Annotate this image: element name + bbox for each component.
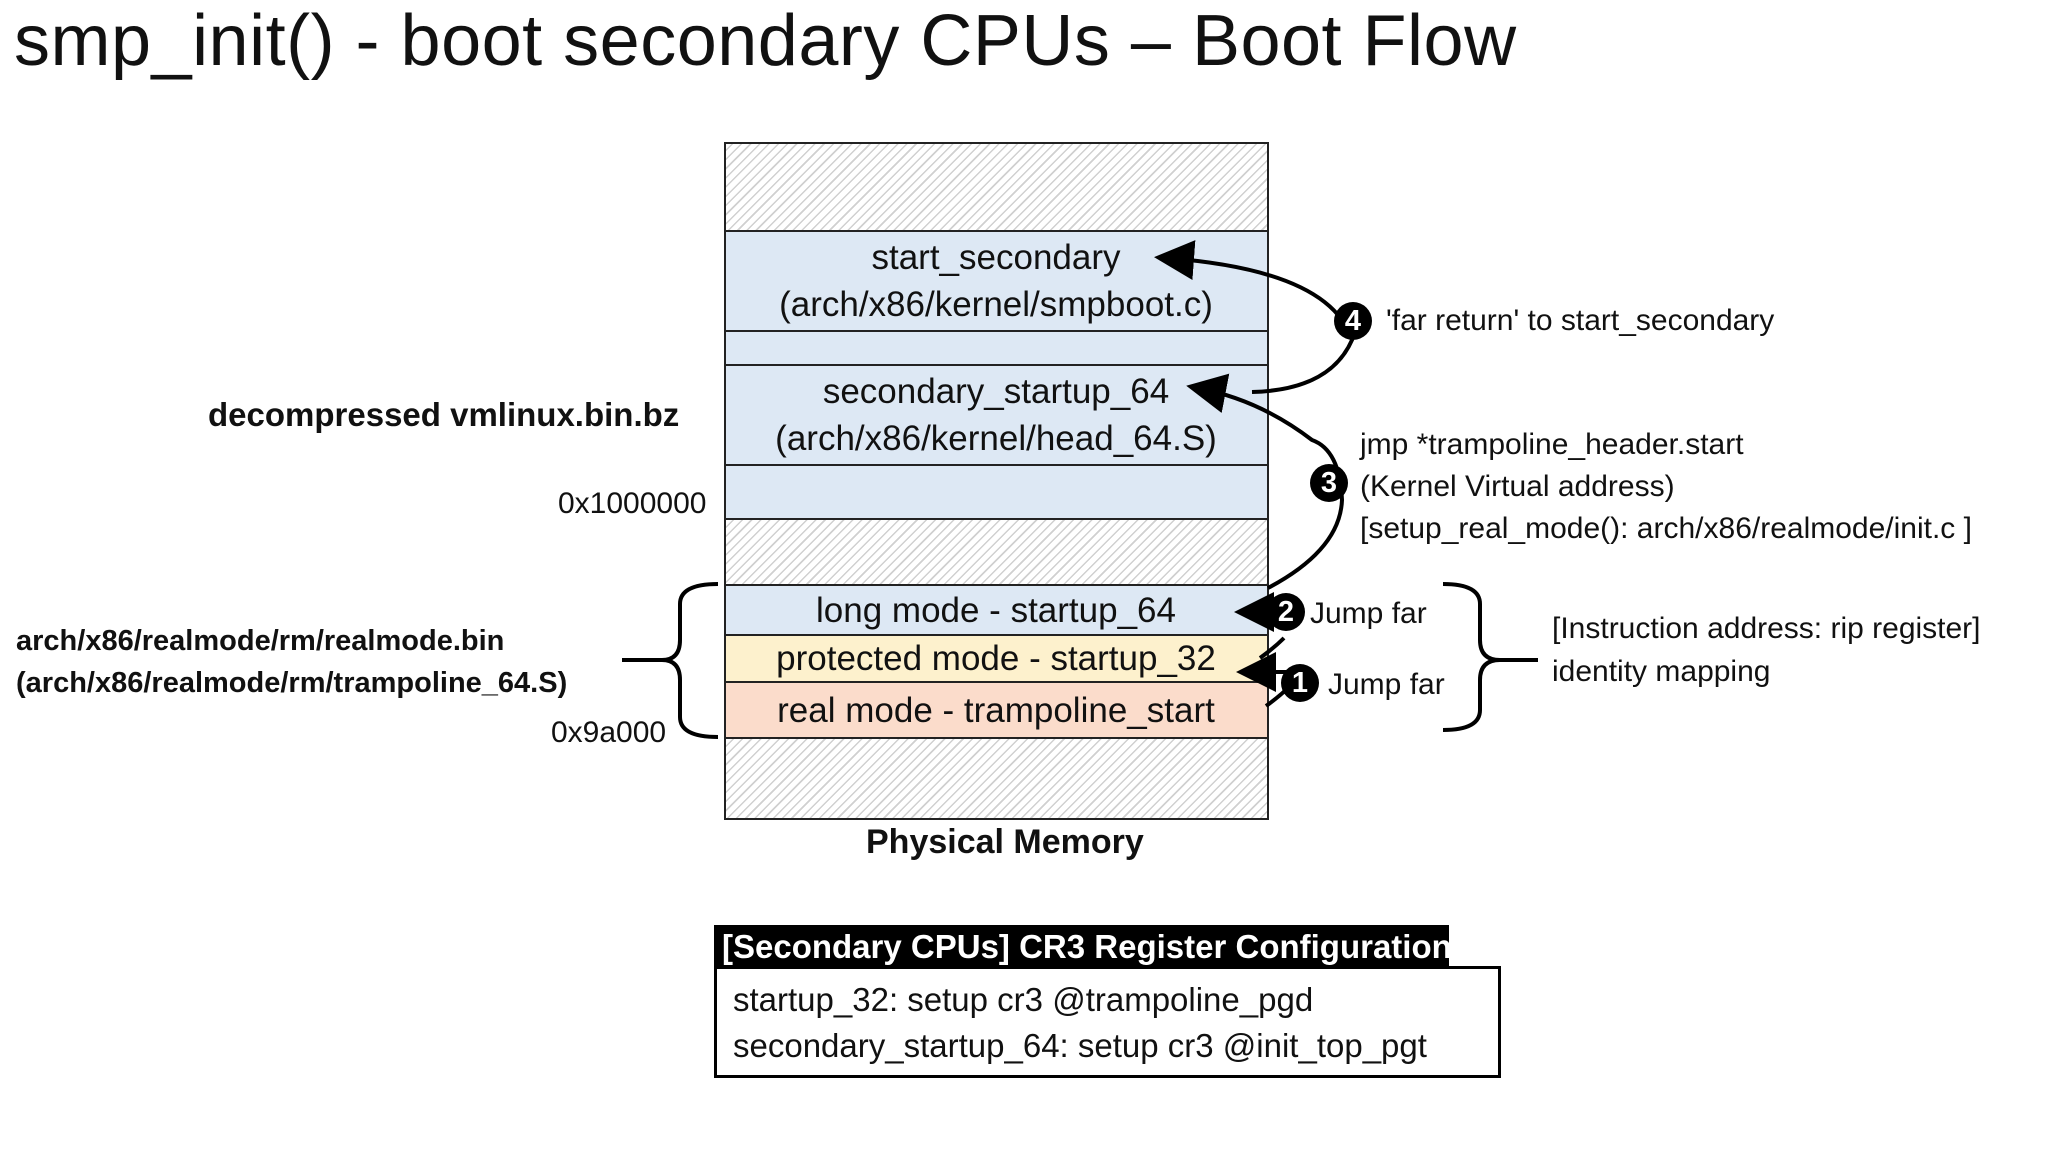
cr3-config-line: startup_32: setup cr3 @trampoline_pgd [733, 981, 1314, 1018]
block-label: real mode - trampoline_start [777, 690, 1215, 730]
cr3-config-line: secondary_startup_64: setup cr3 @init_to… [733, 1027, 1427, 1064]
step-2-label: Jump far [1310, 597, 1427, 630]
address-0x9a000: 0x9a000 [551, 716, 667, 749]
memory-block-long-mode: long mode - startup_64 [725, 584, 1267, 634]
right-brace [1442, 582, 1501, 732]
block-path: (arch/x86/kernel/head_64.S) [775, 419, 1217, 458]
block-label: start_secondary [871, 238, 1121, 277]
step-4-label: 'far return' to start_secondary [1386, 304, 1775, 337]
block-path: (arch/x86/kernel/smpboot.c) [779, 285, 1213, 324]
slide-title: smp_init() - boot secondary CPUs – Boot … [14, 1, 1517, 81]
memory-caption: Physical Memory [866, 823, 1144, 861]
step-4-marker: 4 [1334, 302, 1372, 340]
address-0x1000000: 0x1000000 [558, 487, 707, 520]
realmode-bin-label: arch/x86/realmode/rm/realmode.bin [16, 625, 505, 657]
step-1-label: Jump far [1328, 668, 1445, 701]
memory-block-real-mode: real mode - trampoline_start [725, 681, 1267, 737]
left-brace [661, 582, 719, 739]
memory-block-start-secondary: start_secondary (arch/x86/kernel/smpboot… [725, 230, 1267, 330]
instruction-address-note: [Instruction address: rip register] [1552, 612, 1981, 645]
block-label: secondary_startup_64 [822, 372, 1170, 411]
trampoline-source-label: (arch/x86/realmode/rm/trampoline_64.S) [16, 667, 568, 699]
memory-block-gap-1 [725, 330, 1267, 364]
memory-block-gap-2 [725, 464, 1267, 518]
step-1-marker: 1 [1281, 664, 1319, 702]
step-2-marker: 2 [1267, 593, 1305, 631]
cr3-config-box: startup_32: setup cr3 @trampoline_pgd se… [714, 966, 1501, 1078]
step-3-line-1: jmp *trampoline_header.start [1360, 428, 1744, 461]
memory-block-unused-bottom [725, 737, 1267, 819]
step-3-line-2: (Kernel Virtual address) [1360, 470, 1675, 503]
block-label: protected mode - startup_32 [776, 639, 1216, 678]
cr3-config-heading: [Secondary CPUs] CR3 Register Configurat… [714, 925, 1452, 968]
memory-block-unused-middle [725, 518, 1267, 584]
block-label: long mode - startup_64 [816, 590, 1176, 630]
vmlinux-label: decompressed vmlinux.bin.bz [208, 396, 680, 433]
memory-block-secondary-startup-64: secondary_startup_64 (arch/x86/kernel/he… [725, 364, 1267, 464]
step-3-line-3: [setup_real_mode(): arch/x86/realmode/in… [1360, 512, 1972, 545]
memory-block-unused-top [725, 143, 1267, 230]
identity-mapping-note: identity mapping [1552, 655, 1771, 688]
step-3-marker: 3 [1310, 464, 1348, 502]
memory-block-protected-mode: protected mode - startup_32 [725, 634, 1267, 681]
